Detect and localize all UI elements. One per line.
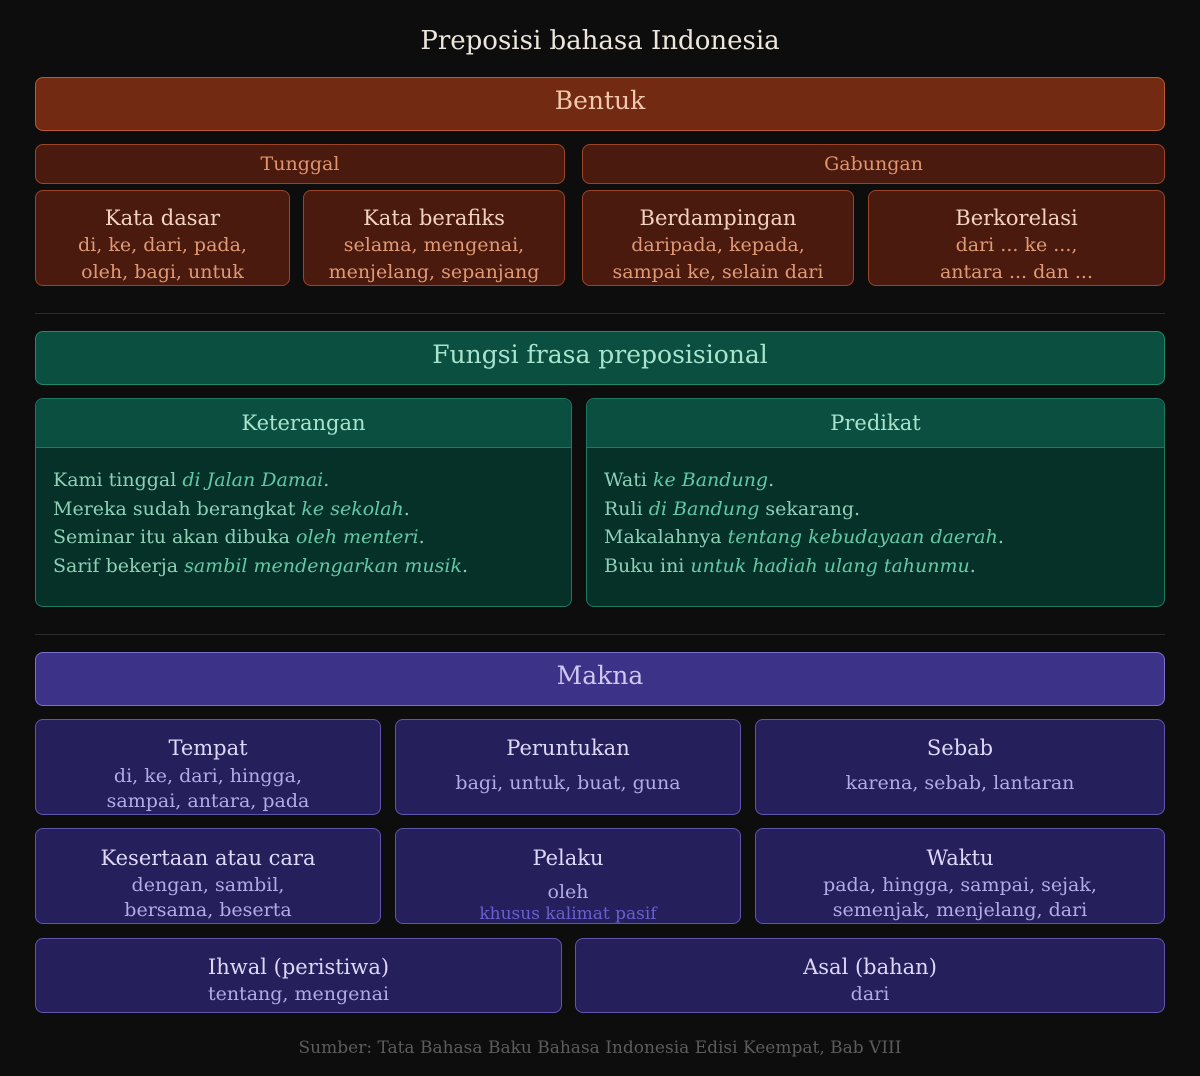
card-line: karena, sebab, lantaran [845, 772, 1075, 794]
bentuk-heading: Bentuk [35, 77, 1165, 131]
bentuk-card-berkorelasi: Berkorelasi dari ... ke ..., antara ... … [868, 190, 1165, 286]
predikat-panel: Predikat Wati ke Bandung. Ruli di Bandun… [586, 398, 1165, 607]
card-line: menjelang, sepanjang [328, 261, 540, 283]
card-line: di, ke, dari, hingga, [113, 765, 303, 787]
gabungan-label: Gabungan [824, 153, 923, 175]
card-title: Pelaku [532, 846, 604, 870]
card-line: antara ... dan ... [939, 261, 1094, 283]
card-line: oleh, bagi, untuk [81, 261, 244, 283]
sentence-text: . [969, 554, 976, 577]
card-line: oleh [547, 881, 589, 903]
tunggal-header: Tunggal [35, 144, 565, 184]
card-line: pada, hingga, sampai, sejak, [823, 874, 1097, 896]
keterangan-header: Keterangan [36, 399, 571, 448]
card-line: bersama, beserta [124, 899, 292, 921]
bentuk-heading-label: Bentuk [554, 86, 646, 115]
keterangan-label: Keterangan [241, 411, 366, 435]
card-title: Kata berafiks [363, 206, 505, 230]
fungsi-heading-label: Fungsi frasa preposisional [432, 340, 768, 369]
keterangan-panel: Keterangan Kami tinggal di Jalan Damai. … [35, 398, 572, 607]
makna-card-waktu: Waktu pada, hingga, sampai, sejak, semen… [755, 828, 1165, 924]
card-title: Berdampingan [639, 206, 797, 230]
sentence-text: Ruli [604, 497, 649, 520]
page-title: Preposisi bahasa Indonesia [420, 26, 780, 56]
sentence-text: Sarif bekerja [53, 554, 185, 577]
card-line: dari ... ke ..., [955, 234, 1078, 256]
card-line: selama, mengenai, [343, 234, 525, 256]
fungsi-heading: Fungsi frasa preposisional [35, 331, 1165, 385]
sentence-text: Buku ini [604, 554, 691, 577]
prepositional-phrase: sambil mendengarkan musik [184, 554, 462, 577]
makna-card-asal: Asal (bahan) dari [575, 938, 1165, 1013]
keterangan-examples: Kami tinggal di Jalan Damai. Mereka suda… [36, 448, 571, 580]
sentence-text: sekarang. [759, 497, 861, 520]
card-line: semenjak, menjelang, dari [832, 899, 1088, 921]
example-sentence: Seminar itu akan dibuka oleh menteri. [53, 523, 571, 552]
sentence-text: . [461, 554, 469, 577]
card-title: Tempat [168, 736, 248, 760]
prepositional-phrase: tentang kebudayaan daerah [727, 526, 998, 548]
card-line: di, ke, dari, pada, [78, 234, 247, 256]
source-caption: Sumber: Tata Bahasa Baku Bahasa Indonesi… [298, 1038, 902, 1058]
sentence-text: . [323, 469, 330, 491]
makna-card-peruntukan: Peruntukan bagi, untuk, buat, guna [395, 719, 741, 815]
bentuk-card-berdampingan: Berdampingan daripada, kepada, sampai ke… [582, 190, 854, 286]
sentence-text: . [418, 526, 425, 548]
card-title: Waktu [926, 846, 994, 870]
predikat-header: Predikat [587, 399, 1164, 448]
example-sentence: Makalahnya tentang kebudayaan daerah. [604, 523, 1164, 552]
section-divider [35, 313, 1165, 314]
card-title: Kesertaan atau cara [100, 846, 316, 870]
sentence-text: . [403, 497, 410, 520]
sentence-text: Kami tinggal [53, 469, 183, 491]
sentence-text: Wati [604, 469, 653, 491]
card-title: Sebab [926, 736, 994, 760]
example-sentence: Ruli di Bandung sekarang. [604, 495, 1164, 524]
example-sentence: Buku ini untuk hadiah ulang tahunmu. [604, 552, 1164, 581]
makna-card-ihwal: Ihwal (peristiwa) tentang, mengenai [35, 938, 562, 1013]
card-line: tentang, mengenai [207, 983, 390, 1005]
card-line: dari [850, 983, 890, 1005]
makna-heading-label: Makna [556, 661, 644, 690]
card-title: Berkorelasi [955, 206, 1078, 230]
example-sentence: Kami tinggal di Jalan Damai. [53, 466, 571, 495]
gabungan-header: Gabungan [582, 144, 1165, 184]
makna-card-pelaku: Pelaku oleh khusus kalimat pasif [395, 828, 741, 924]
sentence-text: . [997, 526, 1004, 548]
example-sentence: Wati ke Bandung. [604, 466, 1164, 495]
card-title: Peruntukan [506, 736, 630, 760]
makna-heading: Makna [35, 652, 1165, 706]
card-title: Kata dasar [104, 206, 221, 230]
section-divider [35, 634, 1165, 635]
card-line: sampai, antara, pada [106, 790, 310, 812]
sentence-text: . [768, 469, 775, 491]
card-title: Asal (bahan) [803, 955, 937, 979]
makna-card-sebab: Sebab karena, sebab, lantaran [755, 719, 1165, 815]
bentuk-card-kata-dasar: Kata dasar di, ke, dari, pada, oleh, bag… [35, 190, 290, 286]
prepositional-phrase: di Bandung [648, 497, 760, 520]
prepositional-phrase: di Jalan Damai [182, 469, 324, 491]
bentuk-card-kata-berafiks: Kata berafiks selama, mengenai, menjelan… [303, 190, 565, 286]
prepositional-phrase: ke sekolah [301, 497, 404, 520]
makna-card-kesertaan: Kesertaan atau cara dengan, sambil, bers… [35, 828, 381, 924]
card-line: daripada, kepada, [631, 234, 805, 256]
prepositional-phrase: ke Bandung [652, 469, 769, 491]
prepositional-phrase: untuk hadiah ulang tahunmu [690, 554, 970, 577]
sentence-text: Seminar itu akan dibuka [53, 526, 296, 548]
makna-card-tempat: Tempat di, ke, dari, hingga, sampai, ant… [35, 719, 381, 815]
prepositional-phrase: oleh menteri [296, 526, 419, 548]
card-line: dengan, sambil, [131, 874, 285, 896]
card-line: bagi, untuk, buat, guna [455, 772, 681, 794]
card-note: khusus kalimat pasif [479, 904, 657, 924]
predikat-examples: Wati ke Bandung. Ruli di Bandung sekaran… [587, 448, 1164, 580]
example-sentence: Sarif bekerja sambil mendengarkan musik. [53, 552, 571, 581]
card-line: sampai ke, selain dari [612, 261, 824, 283]
sentence-text: Makalahnya [604, 526, 728, 548]
predikat-label: Predikat [830, 411, 921, 435]
card-title: Ihwal (peristiwa) [207, 955, 390, 979]
sentence-text: Mereka sudah berangkat [53, 497, 302, 520]
example-sentence: Mereka sudah berangkat ke sekolah. [53, 495, 571, 524]
tunggal-label: Tunggal [260, 153, 340, 175]
